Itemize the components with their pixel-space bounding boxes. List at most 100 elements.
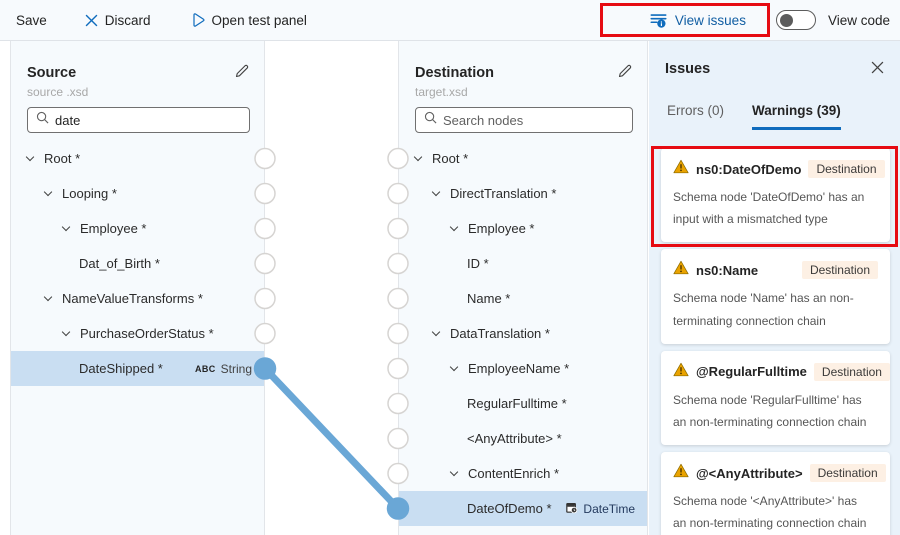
view-code-toggle[interactable] <box>775 10 816 30</box>
chevron-down-icon[interactable] <box>413 152 432 162</box>
chevron-down-icon[interactable] <box>43 187 62 197</box>
open-test-panel-label: Open test panel <box>211 12 307 28</box>
chevron-down-icon[interactable] <box>25 152 44 162</box>
destination-badge: Destination <box>801 261 878 280</box>
tree-item-label: DateOfDemo * <box>467 501 552 516</box>
warning-description: Schema node 'Name' has an non-terminatin… <box>673 291 854 328</box>
destination-tree-item-employee[interactable]: Employee * <box>399 211 647 246</box>
toolbar-right-group: View issues View code <box>637 4 890 36</box>
source-connection-handle-purchaseorderstatus[interactable] <box>254 322 276 345</box>
tree-item-label: ID * <box>467 256 489 271</box>
warning-card-header: @<AnyAttribute>Destination <box>673 463 886 483</box>
destination-connection-handle-id[interactable] <box>387 252 409 275</box>
tree-item-label: PurchaseOrderStatus * <box>80 326 214 341</box>
discard-button-label: Discard <box>104 12 151 28</box>
destination-badge: Destination <box>809 464 886 483</box>
destination-connection-handle-name[interactable] <box>387 287 409 310</box>
chevron-down-icon[interactable] <box>431 187 450 197</box>
source-tree-item-root[interactable]: Root * <box>11 141 264 176</box>
toolbar: Save Discard Open test panel <box>0 0 900 41</box>
close-issues-button[interactable] <box>871 61 884 77</box>
tree-item-label: Employee * <box>80 221 147 236</box>
destination-connection-handle-dateofdemo[interactable] <box>386 497 410 520</box>
tab-warnings[interactable]: Warnings (39) <box>752 103 841 130</box>
destination-connection-handle-directtranslation[interactable] <box>387 182 409 205</box>
save-button[interactable]: Save <box>4 4 59 36</box>
destination-tree-item-root[interactable]: Root * <box>399 141 647 176</box>
destination-tree-item-contentenrich[interactable]: ContentEnrich * <box>399 456 647 491</box>
source-connection-handle-employee[interactable] <box>254 217 276 240</box>
tab-errors[interactable]: Errors (0) <box>667 103 724 118</box>
source-tree-item-purchaseorderstatus[interactable]: PurchaseOrderStatus * <box>11 316 264 351</box>
source-tree-item-looping[interactable]: Looping * <box>11 176 264 211</box>
destination-tree-item-directtranslation[interactable]: DirectTranslation * <box>399 176 647 211</box>
tree-item-label: Looping * <box>62 186 117 201</box>
tree-item-label: Dat_of_Birth * <box>79 256 160 271</box>
discard-button[interactable]: Discard <box>73 4 163 36</box>
source-search-input[interactable] <box>55 112 241 128</box>
open-test-panel-button[interactable]: Open test panel <box>179 4 319 36</box>
save-button-label: Save <box>16 12 47 28</box>
source-connection-handle-namevaluetransforms[interactable] <box>254 287 276 310</box>
destination-connection-handle-root[interactable] <box>387 147 409 170</box>
source-tree-item-employee[interactable]: Employee * <box>11 211 264 246</box>
issues-panel: Issues Errors (0)Warnings (39) ns0:DateO… <box>649 41 900 535</box>
warning-title: @RegularFulltime <box>696 364 807 380</box>
tree-item-label: DateShipped * <box>79 361 163 376</box>
warning-description: Schema node 'RegularFulltime' has an non… <box>673 392 867 429</box>
chevron-down-icon[interactable] <box>61 327 80 337</box>
tree-item-label: RegularFulltime * <box>467 396 567 411</box>
destination-connection-handle-employee[interactable] <box>387 217 409 240</box>
chevron-down-icon[interactable] <box>449 222 468 232</box>
toggle-knob <box>779 13 793 27</box>
type-badge: DateTime <box>565 501 635 517</box>
abc-icon: ABC <box>194 363 216 374</box>
destination-connection-handle-contentenrich[interactable] <box>387 462 409 485</box>
calendar-clock-icon <box>565 501 578 517</box>
tree-item-label: EmployeeName * <box>468 361 570 376</box>
destination-tree-item-datatranslation[interactable]: DataTranslation * <box>399 316 647 351</box>
source-tree-item-namevaluetransforms[interactable]: NameValueTransforms * <box>11 281 264 316</box>
chevron-down-icon[interactable] <box>449 467 468 477</box>
destination-tree-item-id[interactable]: ID * <box>399 246 647 281</box>
edit-destination-schema-button[interactable] <box>617 63 633 82</box>
edit-source-schema-button[interactable] <box>234 63 250 82</box>
chevron-down-icon[interactable] <box>449 362 468 372</box>
source-connection-handle-root[interactable] <box>254 147 276 170</box>
chevron-down-icon[interactable] <box>61 222 80 232</box>
view-issues-button[interactable]: View issues <box>637 4 764 36</box>
close-icon <box>871 61 884 74</box>
destination-tree-item-regularfulltime[interactable]: RegularFulltime * <box>399 386 647 421</box>
destination-search-input[interactable] <box>443 112 624 128</box>
connection-line-dateshipped-dateofdemo[interactable] <box>261 365 402 512</box>
warning-icon <box>673 362 689 382</box>
source-connection-handle-dateshipped[interactable] <box>253 357 277 380</box>
view-code-label: View code <box>827 12 890 28</box>
destination-tree-item-name[interactable]: Name * <box>399 281 647 316</box>
destination-schema-filename: target.xsd <box>415 85 468 99</box>
destination-connection-handle-anyattribute[interactable] <box>387 427 409 450</box>
source-connection-handle-looping[interactable] <box>254 182 276 205</box>
warning-title: ns0:DateOfDemo <box>696 161 802 177</box>
source-connection-handle-dat-of-birth[interactable] <box>254 252 276 275</box>
chevron-down-icon[interactable] <box>43 292 62 302</box>
destination-connection-handle-datatranslation[interactable] <box>387 322 409 345</box>
mapping-workspace: Source source .xsd Root *Looping *Employ… <box>0 41 900 535</box>
search-icon <box>424 111 437 129</box>
source-tree-item-dat-of-birth[interactable]: Dat_of_Birth * <box>11 246 264 281</box>
chevron-down-icon[interactable] <box>431 327 450 337</box>
destination-connection-handle-regularfulltime[interactable] <box>387 392 409 415</box>
destination-connection-handle-employeename[interactable] <box>387 357 409 380</box>
destination-tree-item-dateofdemo[interactable]: DateOfDemo * DateTime <box>399 491 647 526</box>
play-icon <box>191 13 205 27</box>
destination-tree-item-employeename[interactable]: EmployeeName * <box>399 351 647 386</box>
tree-item-label: NameValueTransforms * <box>62 291 203 306</box>
destination-tree-item-anyattribute[interactable]: <AnyAttribute> * <box>399 421 647 456</box>
